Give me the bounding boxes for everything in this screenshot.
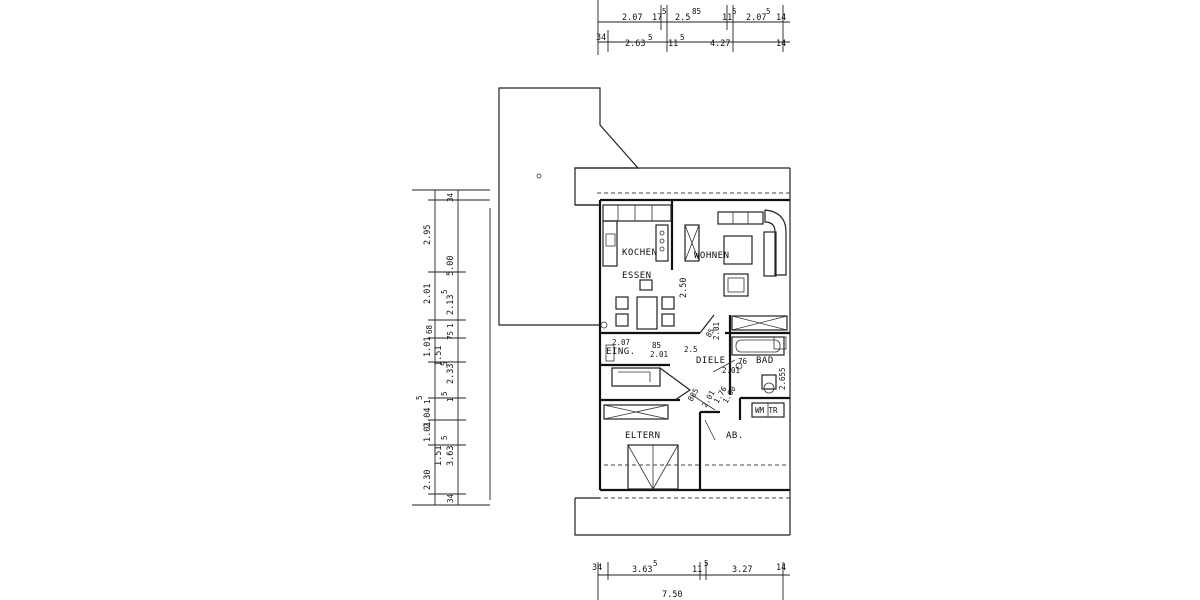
dim-inner-2: 2.07 — [612, 338, 630, 347]
outer-walls — [574, 167, 791, 536]
left-dimension-chain: 2.95 2.01 1.01 68 1.51 1 5 2.04 1.01 1.5… — [412, 189, 491, 506]
dim-left2-11: 3.63 — [446, 446, 456, 466]
balcony-outline — [498, 87, 640, 326]
dim-inner-5: 2.5 — [684, 345, 698, 354]
dim-top-row2-5: 5 — [680, 33, 685, 42]
interior-walls — [600, 200, 790, 490]
dim-left-10: 1.51 — [434, 446, 444, 466]
dim-left-4: 68 — [425, 324, 434, 334]
dim-top-10: 14 — [776, 13, 786, 23]
dim-bottom-7: 14 — [776, 563, 786, 573]
dim-inner-9: 2.01 — [722, 366, 740, 375]
dim-top-7: 5 — [732, 7, 737, 16]
dim-inner-1: 2.50 — [679, 278, 689, 298]
dim-top-2: 17 — [652, 13, 662, 23]
top-dimension-chain: 2.07 17 5 2.5 85 11 5 2.07 5 14 34 2.63 … — [596, 0, 790, 55]
room-label-wm-tr: WM TR — [755, 406, 778, 415]
dim-left2-4: 5 — [440, 289, 449, 294]
dim-left-11: 2.30 — [423, 470, 433, 490]
dim-top-row2-1: 34 — [596, 33, 606, 43]
dim-inner-4: 2.01 — [650, 350, 668, 359]
dim-left2-2: 5.00 — [446, 256, 456, 276]
room-labels: KOCHEN WOHNEN ESSEN EING. DIELE BAD ELTE… — [606, 248, 778, 441]
dim-inner-10: 2.655 — [778, 367, 787, 390]
dim-left2-13: 34 — [446, 493, 455, 503]
dim-top-1: 2.07 — [622, 13, 642, 23]
double-bed — [604, 444, 788, 490]
living-furniture — [717, 209, 787, 297]
dim-left-3: 1.01 — [423, 337, 433, 357]
room-label-diele: DIELE — [696, 356, 726, 366]
dim-inner-6: 85 — [704, 327, 716, 339]
dim-left-9: 1.01 — [423, 422, 433, 442]
dim-left2-5: 1 — [446, 323, 455, 328]
dim-top-row2-6: 4.27 — [710, 39, 730, 49]
kitchen-fixtures — [602, 204, 700, 267]
bath-fixtures — [731, 336, 787, 418]
dim-left2-1: 34 — [446, 192, 455, 202]
bottom-dimension-chain: 34 3.63 5 11 5 3.27 14 7.50 — [592, 559, 790, 600]
dim-bottom-1: 34 — [592, 563, 602, 573]
dim-left2-12: 5 — [440, 435, 449, 440]
dim-left2-9: 1 — [446, 397, 455, 402]
dim-bottom-3: 5 — [653, 559, 658, 568]
dim-top-8: 2.07 — [746, 13, 766, 23]
dim-bottom-total: 7.50 — [662, 590, 682, 600]
dim-bottom-2: 3.63 — [632, 565, 652, 575]
dim-left2-3: 2.13 — [446, 295, 456, 315]
dim-left2-7: 2.33 — [446, 364, 456, 384]
room-label-eltern: ELTERN — [625, 431, 661, 441]
dim-inner-8: 76 — [738, 357, 748, 366]
dim-inner-7: 2.01 — [712, 322, 721, 340]
door-swings — [691, 314, 736, 441]
dim-left-6: 1 — [423, 399, 432, 404]
room-label-bad: BAD — [756, 356, 774, 366]
dim-top-row2-3: 5 — [648, 33, 653, 42]
room-label-essen: ESSEN — [622, 271, 652, 281]
dim-bottom-5: 5 — [704, 559, 709, 568]
dim-top-4: 2.5 — [675, 13, 690, 23]
dim-left-5: 1.51 — [434, 346, 444, 366]
room-label-eing: EING. — [606, 347, 636, 357]
dim-top-row2-4: 11 — [668, 39, 678, 49]
dim-left2-10: 5 — [440, 391, 449, 396]
dim-top-row2-7: 14 — [776, 39, 786, 49]
dim-top-9: 5 — [766, 7, 771, 16]
dim-top-3: 5 — [662, 7, 667, 16]
dining-set — [600, 279, 675, 330]
dim-top-row2-2: 2.63 — [625, 39, 645, 49]
dim-left2-6: 75 — [446, 331, 455, 340]
room-label-ab: AB. — [726, 431, 744, 441]
dim-left2-8: 5 — [440, 361, 449, 366]
dim-bottom-6: 3.27 — [732, 565, 752, 575]
dim-top-6: 11 — [722, 13, 732, 23]
interior-dimensions: 2.50 2.07 85 2.01 2.5 85 2.01 76 2.01 2.… — [612, 278, 787, 409]
dim-left-7: 5 — [415, 395, 424, 400]
dim-inner-3: 85 — [652, 341, 661, 350]
room-label-wohnen: WOHNEN — [694, 251, 730, 261]
dim-left-8: 2.04 — [423, 408, 433, 428]
dim-top-5: 85 — [692, 7, 701, 16]
dim-left-2: 2.01 — [423, 284, 433, 304]
room-label-kochen: KOCHEN — [622, 248, 658, 258]
entrance-stair — [605, 344, 692, 401]
dim-left-1: 2.95 — [423, 225, 433, 245]
wardrobes — [603, 315, 788, 420]
dim-bottom-4: 11 — [692, 565, 702, 575]
